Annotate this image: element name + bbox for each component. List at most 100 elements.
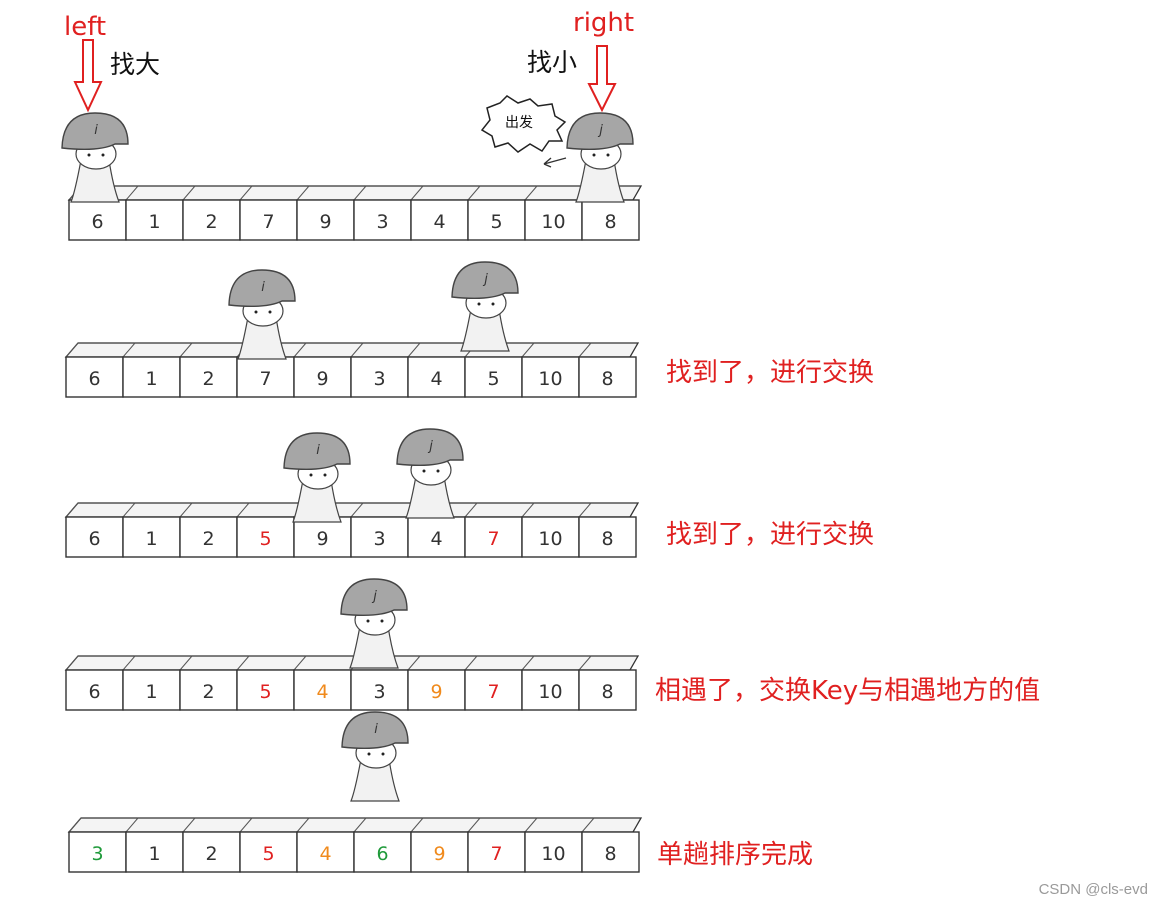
left-hint-label: 找大	[110, 50, 161, 79]
cell-value: 4	[433, 211, 445, 233]
helmet-shape	[340, 578, 408, 617]
cell-value: 9	[433, 843, 445, 865]
cell-value: 7	[259, 368, 271, 390]
cell-value: 6	[88, 681, 100, 703]
cell-top-edge	[578, 342, 592, 358]
cell-top-edge	[296, 185, 310, 201]
array-cell	[296, 199, 355, 241]
move-left-arrow-icon	[543, 157, 567, 168]
cell-value: 1	[148, 843, 160, 865]
left-arrow-icon	[73, 39, 103, 113]
cell-top-edge	[179, 502, 193, 518]
cell-value: 10	[541, 843, 565, 865]
cell-top-edge	[467, 817, 481, 833]
cell-value: 1	[145, 368, 157, 390]
array-cell	[293, 669, 352, 711]
cell-top-edge	[236, 655, 250, 671]
array-cell	[410, 831, 469, 873]
cell-top-edge	[182, 817, 196, 833]
array-cell	[182, 199, 241, 241]
cell-top-edge	[407, 342, 421, 358]
array-cell	[350, 356, 409, 398]
array-cell	[467, 831, 526, 873]
helmet-shape	[396, 428, 464, 467]
cell-value: 3	[91, 843, 103, 865]
cell-top-edge	[122, 342, 136, 358]
array-cell	[410, 199, 469, 241]
cell-value: 6	[88, 368, 100, 390]
cell-top-edge	[296, 817, 310, 833]
helmet-shape	[283, 432, 351, 471]
cell-top-edge	[410, 817, 424, 833]
cell-value: 4	[430, 368, 442, 390]
array-cell	[122, 669, 181, 711]
cell-value: 4	[430, 528, 442, 550]
j-marker-row-3: j	[396, 428, 464, 519]
row-top-face	[64, 342, 640, 358]
array-cell	[179, 516, 238, 558]
cell-top-edge	[581, 817, 595, 833]
cell-top-edge	[182, 185, 196, 201]
array-cell	[296, 831, 355, 873]
cell-value: 7	[487, 681, 499, 703]
cell-value: 1	[145, 681, 157, 703]
array-cell	[407, 356, 466, 398]
j-marker-row-1: j	[566, 112, 634, 203]
cell-top-edge	[350, 502, 364, 518]
cell-value: 7	[487, 528, 499, 550]
cell-top-edge	[122, 655, 136, 671]
cell-value: 10	[538, 681, 562, 703]
cell-top-edge	[179, 655, 193, 671]
array-cell	[353, 199, 412, 241]
eye-shape	[101, 153, 105, 157]
body-shape	[349, 625, 399, 669]
cell-value: 5	[487, 368, 499, 390]
cell-top-edge	[353, 185, 367, 201]
right-pointer-label: right	[573, 8, 635, 38]
cell-top-edge	[65, 655, 79, 671]
helmet-shape	[61, 112, 129, 151]
cell-value: 2	[202, 368, 214, 390]
array-cell	[407, 669, 466, 711]
cell-value: 6	[91, 211, 103, 233]
eye-shape	[381, 752, 385, 756]
helmet-letter: i	[316, 443, 320, 458]
helmet-letter: j	[597, 123, 603, 138]
cell-value: 10	[538, 368, 562, 390]
cell-top-edge	[464, 655, 478, 671]
cell-top-edge	[410, 185, 424, 201]
array-cell	[524, 199, 583, 241]
cell-value: 9	[430, 681, 442, 703]
body-shape	[460, 308, 510, 352]
cell-top-edge	[179, 342, 193, 358]
cell-top-edge	[407, 655, 421, 671]
cell-value: 7	[262, 211, 274, 233]
cell-value: 2	[202, 681, 214, 703]
body-shape	[575, 159, 625, 203]
left-pointer-label: left	[64, 12, 107, 42]
speech-bubble-text: 出发	[505, 115, 533, 131]
helmet-letter: j	[371, 589, 377, 604]
cell-value: 4	[316, 681, 328, 703]
cell-value: 6	[376, 843, 388, 865]
cell-top-edge	[464, 502, 478, 518]
cell-value: 3	[376, 211, 388, 233]
array-cell	[65, 669, 124, 711]
cell-value: 10	[541, 211, 565, 233]
array-cell	[353, 831, 412, 873]
cell-value: 8	[604, 843, 616, 865]
cell-value: 2	[205, 843, 217, 865]
j-marker-row-4: j	[340, 578, 408, 669]
row-top-face	[67, 185, 643, 201]
cell-top-edge	[239, 185, 253, 201]
array-cell	[125, 831, 184, 873]
cell-value: 5	[490, 211, 502, 233]
array-cell	[293, 356, 352, 398]
cell-top-edge	[293, 342, 307, 358]
body-shape	[405, 475, 455, 519]
helmet-shape	[451, 261, 519, 300]
helmet-shape	[341, 711, 409, 750]
